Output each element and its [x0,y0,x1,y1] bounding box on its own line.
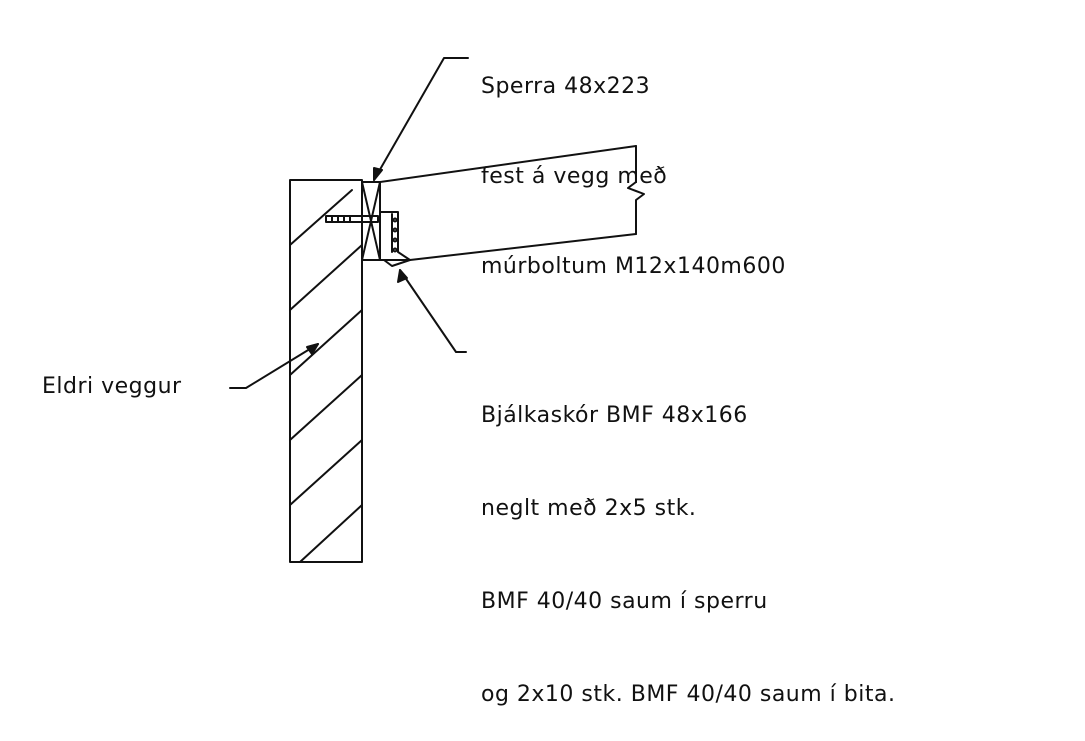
detail-drawing [229,57,645,563]
rafter-beam [361,145,645,261]
wall-label: Eldri veggur [42,374,182,399]
rafter-note-line-1: Sperra 48x223 [481,74,651,99]
wall-bolt [325,215,379,223]
hanger-leader [397,269,467,353]
wall-leader [229,343,319,389]
hanger-note-line-4: og 2x10 stk. BMF 40/40 saum í bita. [481,682,896,707]
rafter-note-line-3: múrboltum M12x140m600 [481,254,786,279]
hanger-note-line-1: Bjálkaskór BMF 48x166 [481,403,748,428]
hanger-note-line-3: BMF 40/40 saum í sperru [481,589,768,614]
joist-hanger [379,211,411,267]
existing-wall [289,179,363,563]
rafter-note: Sperra 48x223 fest á vegg með múrboltum … [481,12,786,312]
rafter-note-line-2: fest á vegg með [481,164,668,189]
hanger-note-line-2: neglt með 2x5 stk. [481,496,697,521]
rafter-leader [373,57,469,181]
hanger-note: Bjálkaskór BMF 48x166 neglt með 2x5 stk.… [481,338,895,741]
